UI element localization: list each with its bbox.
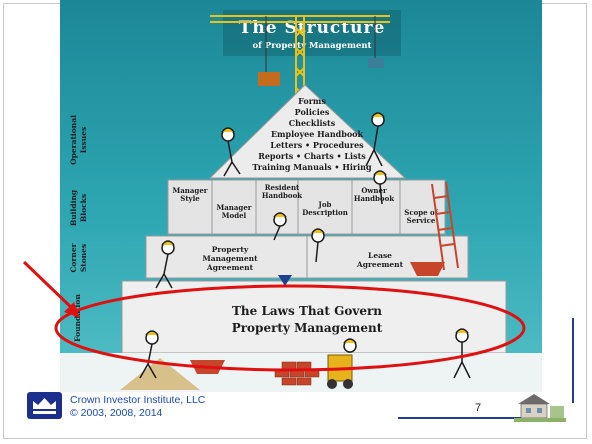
cs-left-2: Management [202,254,258,263]
red-ellipse-highlight [54,284,526,372]
bb-job-2: Description [302,208,348,217]
bb-resident-1: Resident [265,183,300,192]
side-rule [572,318,574,403]
worker-icon [453,328,471,379]
level-corner-1: Corner [69,242,78,272]
ladder-icon [431,181,459,271]
sand-pile [120,358,200,390]
brick-stack [274,361,320,386]
foundation-marker-icon [278,275,292,286]
corner-stones-band [145,235,469,279]
bb-manager-style-2: Style [180,194,200,203]
op-item-reports: Reports • Charts • Lists [258,151,366,161]
hanging-crate [368,58,384,68]
forklift-wheel-front [327,379,337,389]
op-item-policies: Policies [295,107,330,117]
operational-items: Forms Policies Checklists Employee Handb… [252,96,372,172]
footer-copyright: © 2003, 2008, 2014 [70,407,163,419]
corner-stone-labels: Property Management Agreement Lease Agre… [202,245,403,272]
title-banner: The Structure of Property Management [223,10,401,56]
bb-manager-model-2: Model [222,211,247,220]
level-building-1: Building [69,189,78,226]
bb-job-1: Job [318,200,332,209]
structure-poster: The Structure of Property Management [60,0,542,392]
forklift-wheel-back [343,379,353,389]
bb-owner-1: Owner [361,186,387,195]
op-item-forms: Forms [298,96,326,106]
level-operational-2: Issues [79,127,88,153]
cs-right-1: Lease [368,251,392,260]
op-item-handbook: Employee Handbook [271,129,364,139]
level-corner-2: Stones [79,244,88,272]
worker-icon [373,170,387,205]
op-item-checklists: Checklists [289,118,336,128]
bb-scope-1: Scope of [404,208,438,217]
red-arrow-head [64,302,80,318]
foundation-line-1: The Laws That Govern [232,304,382,318]
level-labels: Operational Issues Building Blocks Corne… [69,115,88,342]
worker-icon [155,240,175,289]
crown-logo-icon [27,392,62,419]
wheelbarrow-right-icon [410,262,445,276]
toolbox-icon [258,72,280,86]
worker-icon [139,330,159,379]
footer-company: Crown Investor Institute, LLC [70,394,206,406]
bb-scope-2: Service [407,216,436,225]
red-arrow-icon [22,260,76,312]
house-icon [514,394,566,422]
bb-manager-style-1: Manager [173,186,208,195]
op-item-training: Training Manuals • Hiring [252,162,372,172]
operational-level [208,84,407,179]
foundation-band [121,280,507,354]
level-operational-1: Operational [69,115,78,165]
level-building-2: Blocks [79,194,88,222]
poster-subtitle: of Property Management [253,41,372,51]
cs-left-3: Agreement [206,263,254,272]
worker-icon [311,228,325,263]
page-number-rule [398,417,540,419]
page-number: 7 [475,402,482,414]
foundation-line-2: Property Management [232,321,383,335]
cs-left-1: Property [212,245,249,254]
level-foundation: Foundation [73,294,82,342]
building-block-labels: Manager Style Manager Model Resident Han… [173,183,439,225]
worker-icon [365,112,385,167]
workers [139,112,471,379]
bb-owner-2: Handbook [354,194,394,203]
cs-right-2: Agreement [356,260,404,269]
bb-resident-2: Handbook [262,191,302,200]
foundation-text: The Laws That Govern Property Management [232,304,383,335]
bb-manager-model-1: Manager [217,203,252,212]
worker-icon [343,338,357,353]
building-blocks-band [167,179,446,235]
op-item-letters: Letters • Procedures [270,140,364,150]
worker-icon [273,212,287,241]
worker-icon [221,127,241,177]
